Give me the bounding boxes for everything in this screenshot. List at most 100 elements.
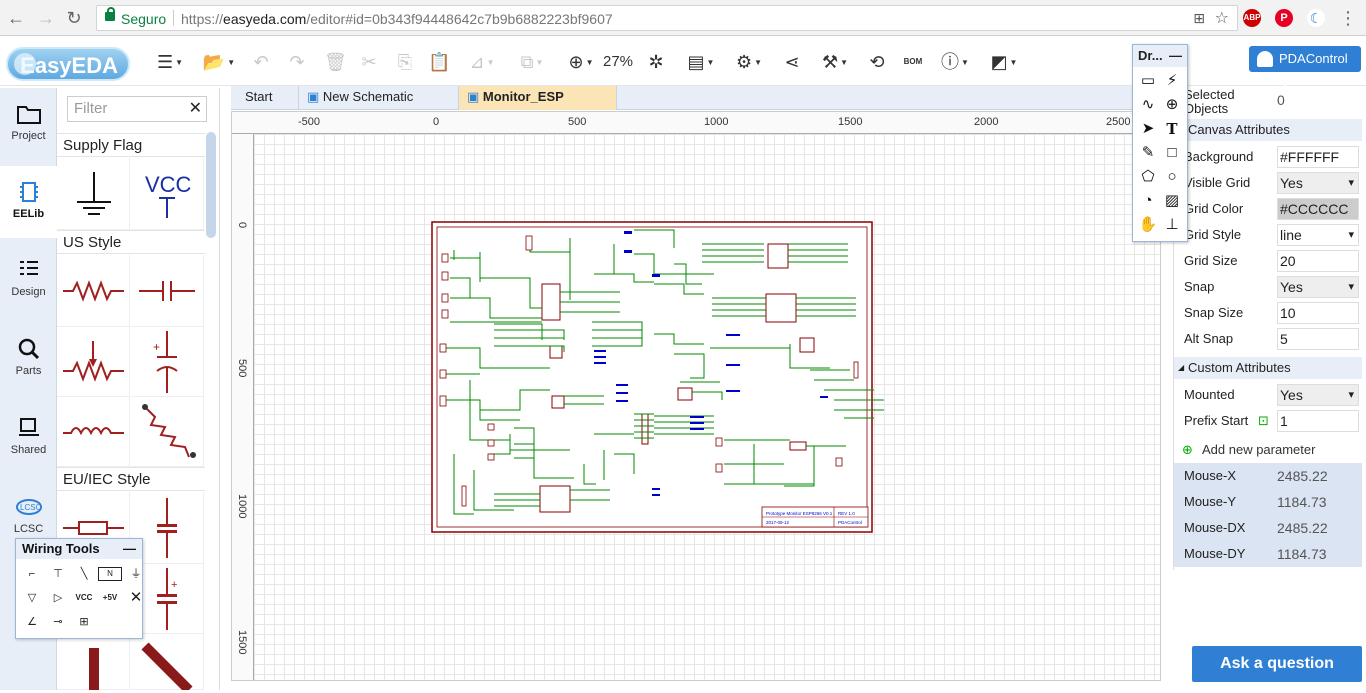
pin-icon[interactable]: ⊸ [53,616,63,628]
reload-icon[interactable]: ↻ [66,8,82,28]
copy-icon[interactable]: ⎘ [397,52,413,72]
tab-monitor-esp[interactable]: ▣ Monitor_ESP [459,86,617,110]
wiring-tools-titlebar[interactable]: Wiring Tools— [16,539,142,559]
open-folder-icon[interactable]: 📂▼ [202,52,236,72]
mounted-select[interactable]: Yes [1277,384,1359,406]
tab-start[interactable]: Start [231,86,299,110]
paste-icon[interactable]: 📋 [428,52,451,72]
netlist-icon[interactable]: ▤▼ [687,52,715,72]
prefix-start-field[interactable]: 1 [1277,410,1359,432]
sheet-icon[interactable]: ▭ [1140,72,1156,89]
snap-size-field[interactable]: 10 [1277,302,1359,324]
back-icon[interactable]: ← [7,8,25,28]
rectangle-icon[interactable]: □ [1167,144,1177,161]
bus-entry-icon[interactable]: ╲ [80,568,88,580]
library-scrollbar[interactable] [206,132,216,238]
forward-icon[interactable]: → [37,8,55,28]
vcc-tool-icon[interactable]: VCC [75,593,93,602]
pinterest-icon[interactable]: P [1275,9,1293,27]
capacitor-iec[interactable] [131,492,204,564]
align-icon[interactable]: ⊿▼ [469,52,495,72]
fuse-symbol[interactable] [57,634,130,690]
arrange-icon[interactable]: ⧉▼ [520,52,544,72]
probe-icon[interactable]: ∠ [27,616,37,628]
potentiometer-us[interactable] [57,327,130,397]
ask-question-button[interactable]: Ask a question [1192,646,1362,682]
zoom-icon[interactable]: ⊕▼ [568,52,594,72]
bookmark-star-icon[interactable]: ☆ [1214,10,1229,27]
net-port-icon[interactable]: ▽ [27,592,37,604]
grid-area[interactable]: Prototype Monitor ESP8266 V0.1 REV 1.0 2… [254,134,1160,680]
translate-icon[interactable]: ⊞ [1193,10,1205,26]
design-check-icon[interactable]: ✲ [648,52,664,72]
clear-filter-icon[interactable]: ✕ [188,100,202,117]
minimize-icon[interactable]: — [123,541,136,556]
text-icon[interactable]: T [1166,120,1178,138]
no-connect-icon[interactable]: ✕ [129,589,143,606]
nav-shared[interactable]: Shared [0,402,57,474]
line-icon[interactable]: ⚡ [1166,72,1178,89]
nav-design[interactable]: Design [0,244,57,316]
theme-icon[interactable]: ◩▼ [990,52,1018,72]
origin-icon[interactable]: ⊥ [1165,216,1179,233]
snap-select[interactable]: Yes [1277,276,1359,298]
polarized-capacitor-iec[interactable]: + [131,564,204,634]
wire-icon[interactable]: ⌐ [28,568,36,580]
inductor-us[interactable] [57,397,130,467]
drawing-tools-titlebar[interactable]: Dr...— [1133,45,1187,67]
bezier-icon[interactable]: ∿ [1141,96,1155,113]
background-color-field[interactable]: #FFFFFF [1277,146,1359,168]
nav-lcsc[interactable]: LCSC LCSC [0,481,57,553]
ground-tool-icon[interactable]: ⏚ [130,568,142,580]
settings-gear-icon[interactable]: ⚙▼ [735,52,763,72]
delete-icon[interactable]: 🗑 [324,52,347,72]
diagonal-fuse-symbol[interactable] [131,634,204,693]
share-icon[interactable]: ⋖ [784,52,800,72]
tab-new-schematic[interactable]: ▣ New Schematic [299,86,459,110]
circle-icon[interactable]: ○ [1167,168,1177,185]
user-menu-button[interactable]: PDAControl ▼ [1249,46,1361,90]
add-parameter-link[interactable]: ⊕Add new parameter [1174,437,1362,463]
undo-icon[interactable]: ↶ [253,52,269,72]
nav-project[interactable]: Project [0,88,57,160]
adblock-icon[interactable]: ABP [1243,9,1261,27]
info-icon[interactable]: ⓘ▼ [941,52,969,72]
freehand-icon[interactable]: ✎ [1141,144,1155,161]
custom-attributes-header[interactable]: ◢Custom Attributes [1174,357,1362,379]
tools-icon[interactable]: ⚒▼ [821,52,849,72]
prefix-edit-icon[interactable]: ⊡ [1258,413,1269,428]
canvas-attributes-header[interactable]: Canvas Attributes [1174,119,1362,141]
nav-eelib[interactable]: EELib [0,166,57,238]
grid-color-field[interactable]: #CCCCCC [1277,198,1359,220]
grid-size-field[interactable]: 20 [1277,250,1359,272]
hand-pan-icon[interactable]: ✋ [1138,216,1158,233]
moon-extension-icon[interactable]: ☾ [1307,9,1325,27]
redo-icon[interactable]: ↷ [289,52,305,72]
easyeda-logo[interactable]: EasyEDA [6,47,130,81]
schematic-canvas[interactable]: -500 0 500 1000 1500 2000 2500 0 500 100… [231,111,1161,681]
history-icon[interactable]: ⟲ [869,52,885,72]
cut-icon[interactable]: ✂ [361,52,377,72]
filter-input[interactable]: Filter✕ [67,96,207,122]
image-icon[interactable]: ▨ [1164,192,1180,209]
bus-icon[interactable]: ⊤ [53,568,63,580]
group-icon[interactable]: ⊞ [79,616,89,628]
resistor-diagonal[interactable] [131,397,204,467]
visible-grid-select[interactable]: Yes [1277,172,1359,194]
arrowhead-icon[interactable]: ➤ [1141,120,1155,137]
address-bar[interactable]: Seguro https://easyeda.com/editor#id=0b3… [96,5,1238,31]
polygon-icon[interactable]: ⬠ [1141,168,1155,185]
vcc-symbol[interactable]: VCC [131,158,204,230]
browser-menu-icon[interactable]: ⋮ [1339,8,1357,28]
grid-style-select[interactable]: line [1277,224,1359,246]
net-label-icon[interactable]: N [98,567,122,581]
alt-snap-field[interactable]: 5 [1277,328,1359,350]
pie-icon[interactable]: ◔ [1143,192,1153,209]
arc-icon[interactable]: ⊕ [1165,96,1179,113]
document-menu-icon[interactable]: ☰▼ [156,52,184,72]
polarized-capacitor-us[interactable]: + [131,327,204,397]
capacitor-us[interactable] [131,255,204,327]
net-flag-icon[interactable]: ▷ [53,592,63,604]
ground-symbol[interactable] [57,158,130,230]
bom-button[interactable]: BOM [903,57,923,66]
